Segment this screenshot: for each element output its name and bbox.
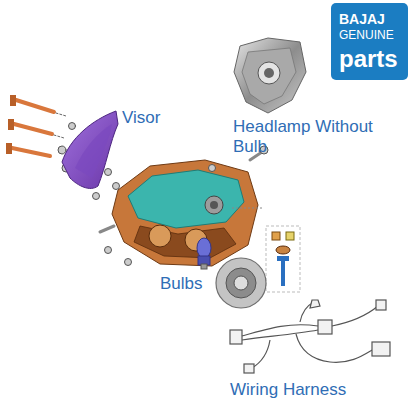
part-label: Bulbs [160,274,203,293]
visor-screws-shape [14,124,52,134]
visor-screws-shape [58,146,66,154]
wiring-harness-shape [252,340,270,368]
logo-text: BAJAJ [339,12,385,27]
wiring-harness-shape [242,330,318,340]
headlamp-assembly-shape [112,160,258,266]
part-name: Visor [122,108,160,128]
logo-text: GENUINE [339,29,394,42]
part-name: Bulbs [160,274,203,294]
small-parts-shape [286,232,294,240]
wiring-harness-shape [230,330,242,344]
headlamp-assembly-shape [105,247,112,254]
headlamp-shell-shape [234,38,306,113]
visor-screws-shape [56,113,66,116]
visor-part-shape [75,124,112,178]
bulb-and-holder-shape [216,258,266,308]
headlamp-shell-shape [242,48,296,104]
headlamp-assembly-shape [125,259,132,266]
visor-screws-shape [16,100,54,112]
visor-part [62,111,120,200]
headlamp-assembly-shape [210,201,218,209]
headlamp-assembly-shape [209,165,216,172]
small-parts-shape [276,246,290,254]
wiring-harness-shape [376,300,386,310]
bulb-and-holder [197,238,266,308]
logo-text: parts [339,46,398,71]
visor-part-shape [62,111,118,188]
wiring-harness-shape [310,300,320,308]
wiring-harness-shape [242,325,318,336]
bulb-and-holder-shape [226,268,256,298]
headlamp-assembly-shape [149,225,171,247]
visor-part-shape [93,193,100,200]
headlamp-assembly-shape [205,196,223,214]
visor-part-shape [105,169,112,176]
wiring-harness-shape [318,320,332,334]
part-label: Wiring Harness [230,380,346,399]
small-parts-shape [272,232,280,240]
visor-screws-shape [12,148,50,156]
visor-screws-shape [54,135,64,138]
headlamp-shell-shape [264,68,274,78]
wiring-harness-shape [244,364,254,373]
bulb-and-holder-shape [197,238,211,258]
visor-part-shape [113,183,120,190]
visor-screws-shape [69,123,76,130]
wiring-harness-shape [332,306,378,326]
part-label: Visor [122,108,160,127]
wiring-harness-shape [296,334,372,362]
bulb-and-holder-shape [234,276,248,290]
part-label: Headlamp Without Bulb [233,117,373,156]
headlamp-assembly-shape [100,226,114,232]
brand-logo: BAJAJ GENUINE parts [331,3,408,80]
part-name: Headlamp Without Bulb [233,117,398,158]
visor-screws-shape [8,119,14,130]
headlamp-shell-shape [258,62,280,84]
headlamp-assembly-shape [134,226,236,258]
small-parts-shape [277,256,289,261]
visor-screws-shape [6,143,12,154]
visor-screws-shape [10,95,16,106]
headlamp-shell [234,38,306,113]
small-parts-shape [266,226,300,292]
bulb-and-holder-shape [201,264,207,269]
headlamp-assembly-shape [232,208,262,209]
part-name: Wiring Harness [230,380,346,400]
headlamp-assembly-shape [128,170,244,228]
wiring-harness [230,300,390,373]
wiring-harness-shape [372,342,390,356]
small-parts [266,226,300,292]
headlamp-assembly [100,146,268,266]
